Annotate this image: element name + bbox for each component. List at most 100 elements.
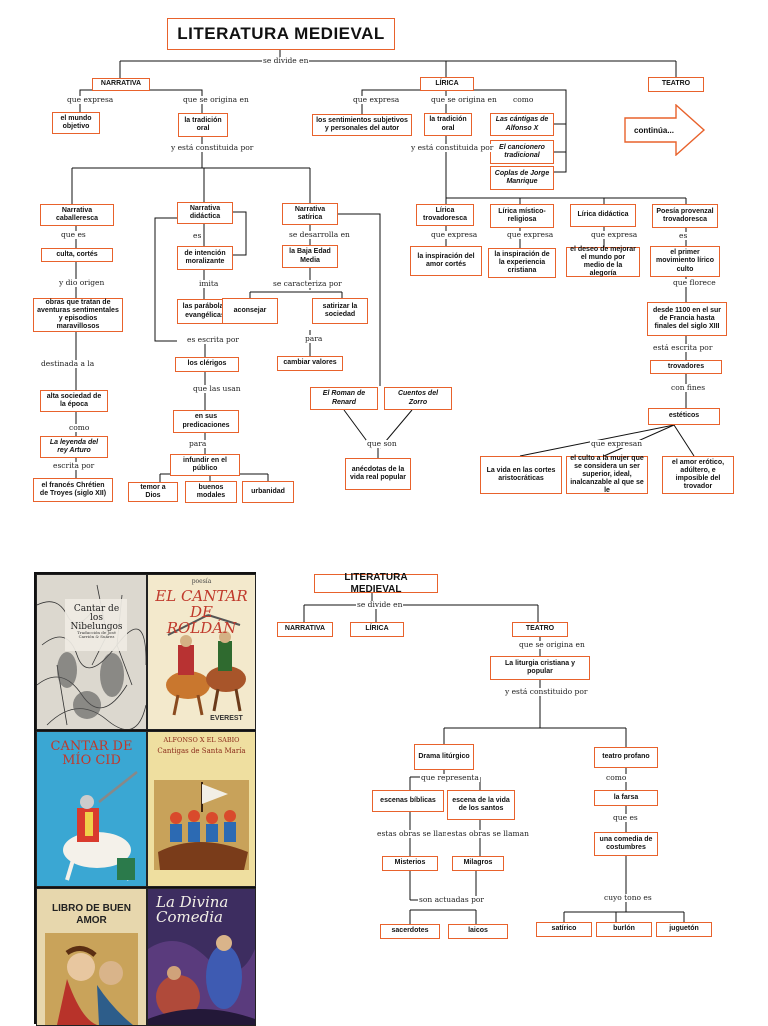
lirica-que-expresa: que expresa (352, 95, 401, 104)
baja-edad-box: la Baja Edad Media (282, 245, 338, 268)
lirica-constituida: y está constituida por (410, 143, 495, 152)
culta-box: culta, cortés (41, 248, 113, 262)
que-expresan-label: que expresan (590, 439, 644, 448)
primer-movimiento-box: el primer movimiento lírico culto (650, 246, 720, 277)
lirica-box: LÍRICA (420, 77, 474, 91)
cancionero-box: El cancionero tradicional (490, 140, 554, 164)
map2-narrativa-box: NARRATIVA (277, 622, 333, 637)
predicaciones-box: en sus predicaciones (173, 410, 239, 433)
lirica-como: como (512, 95, 535, 104)
imita-label: imita (198, 279, 220, 288)
escena-santos-box: escena de la vida de los santos (447, 790, 515, 820)
vida-cortes-box: La vida en las cortes aristocráticas (480, 456, 562, 494)
sentimientos-box: los sentimientos subjetivos y personales… (312, 114, 412, 136)
farsa-box: la farsa (594, 790, 658, 806)
trov-que-expresa: que expresa (430, 230, 479, 239)
es-escrita-label: es escrita por (186, 335, 240, 344)
map2-teatro-box: TEATRO (512, 622, 568, 637)
satirica-box: Narrativa satírica (282, 203, 338, 225)
divina-comedia-title: La Divina Comedia (156, 893, 229, 926)
map1-title: LITERATURA MEDIEVAL (167, 18, 395, 50)
cover-mio-cid: CANTAR DE MÍO CID (36, 731, 147, 887)
temor-box: temor a Dios (128, 482, 178, 502)
provenzal-es: es (678, 231, 689, 240)
satirizar-box: satirizar la sociedad (312, 298, 368, 324)
trovadores-box: trovadores (650, 360, 722, 374)
satirico-box: satírico (536, 922, 592, 937)
cantigas-top: ALFONSO X EL SABIO (163, 736, 240, 744)
esta-escrita-label: está escrita por (652, 343, 714, 352)
teatro-profano-box: teatro profano (594, 747, 658, 768)
para-label: para (188, 439, 208, 448)
cantigas-box: Las cántigas de Alfonso X (490, 113, 554, 136)
que-las-usan-label: que las usan (192, 384, 242, 393)
roldan-title: EL CANTAR DE ROLDÁN (155, 587, 248, 637)
caballeresca-como: como (68, 423, 91, 432)
cover-roldan: poesía EL CANTAR DE ROLDÁN EVEREST (147, 574, 256, 730)
inspiracion-amor-box: la inspiración del amor cortés (410, 246, 482, 276)
chretien-box: el francés Chrétien de Troyes (siglo XII… (33, 478, 113, 502)
roldan-top: poesía (191, 578, 212, 585)
trovadoresca-box: Lírica trovadoresca (416, 204, 474, 226)
comedia-box: una comedia de costumbres (594, 832, 658, 856)
didactica-es: es (192, 231, 203, 240)
deseo-box: el deseo de mejorar el mundo por medio d… (566, 246, 640, 277)
narrativa-constituida: y está constituida por (170, 143, 255, 152)
drama-liturgico-box: Drama litúrgico (414, 744, 474, 770)
urbanidad-box: urbanidad (242, 481, 294, 503)
didactica-box: Narrativa didáctica (177, 202, 233, 224)
caracteriza-label: se caracteriza por (272, 279, 343, 288)
clerigos-box: los clérigos (175, 357, 239, 372)
cover-divina-comedia: La Divina Comedia (147, 888, 256, 1026)
que-son-label: que son (366, 439, 398, 448)
mistico-que-expresa: que expresa (506, 230, 555, 239)
cover-cantigas: ALFONSO X EL SABIO Cantigas de Santa Mar… (147, 731, 256, 887)
anecdotas-box: anécdotas de la vida real popular (345, 458, 411, 490)
que-florece-label: que florece (672, 278, 717, 287)
didac-que-expresa: que expresa (590, 230, 639, 239)
nibelungos-sub: Traducción de José Carrión & Suárez (77, 630, 116, 639)
cover-buen-amor: LIBRO DE BUEN AMOR (36, 888, 147, 1026)
nibelungos-title: Cantar de los Nibelungos (70, 604, 123, 632)
infundir-box: infundir en el público (170, 454, 240, 476)
map1-divide-label: se divide en (262, 56, 310, 65)
narrativa-box: NARRATIVA (92, 78, 150, 91)
inspiracion-cristiana-box: la inspiración de la experiencia cristia… (488, 248, 556, 278)
caballeresca-que-es: que es (60, 230, 87, 239)
escrita-por-label: escrita por (52, 461, 96, 470)
dio-origen-label: y dio origen (58, 278, 106, 287)
jugueton-box: juguetón (656, 922, 712, 937)
cuyo-tono-label: cuyo tono es (603, 893, 653, 902)
narrativa-que-se-origina: que se origina en (182, 95, 250, 104)
map2-que-es-label: que es (612, 813, 639, 822)
estas-obras2-label: estas obras se llaman (446, 829, 530, 838)
roldan-pub: EVEREST (210, 715, 243, 722)
leyenda-box: La leyenda del rey Arturo (40, 436, 108, 458)
buenos-modales-box: buenos modales (185, 481, 237, 503)
burlon-box: burlón (596, 922, 652, 937)
estas-obras1-label: estas obras se llaman (376, 829, 460, 838)
amor-erotico-box: el amor erótico, adúltero, e imposible d… (662, 456, 734, 494)
laicos-box: laicos (448, 924, 508, 939)
obras-box: obras que tratan de aventuras sentimenta… (33, 298, 123, 332)
cover-nibelungos: Cantar de los Nibelungos Traducción de J… (36, 574, 147, 730)
liturgia-box: La liturgia cristiana y popular (490, 656, 590, 680)
mundo-objetivo-box: el mundo objetivo (52, 112, 100, 134)
alta-sociedad-box: alta sociedad de la época (40, 390, 108, 412)
lirica-tradicion-oral-box: la tradición oral (424, 113, 472, 136)
caballeresca-box: Narrativa caballeresca (40, 204, 114, 226)
actuadas-label: son actuadas por (418, 895, 485, 904)
map2-como-label: como (605, 773, 628, 782)
culto-mujer-box: el culto a la mujer que se considera un … (566, 455, 648, 494)
escenas-biblicas-box: escenas bíblicas (372, 790, 444, 812)
continua-arrow-icon[interactable]: continúa... (624, 104, 706, 156)
lirica-que-se-origina: que se origina en (430, 95, 498, 104)
map2-lirica-box: LÍRICA (350, 622, 404, 637)
con-fines-label: con fines (670, 383, 707, 392)
cantigas-title: Cantigas de Santa María (157, 747, 246, 755)
milagros-box: Milagros (452, 856, 504, 871)
esteticos-box: estéticos (648, 408, 720, 425)
buen-amor-title: LIBRO DE BUEN AMOR (52, 903, 131, 926)
zorro-box: Cuentos del Zorro (384, 387, 452, 410)
coplas-box: Coplas de Jorge Manrique (490, 166, 554, 190)
